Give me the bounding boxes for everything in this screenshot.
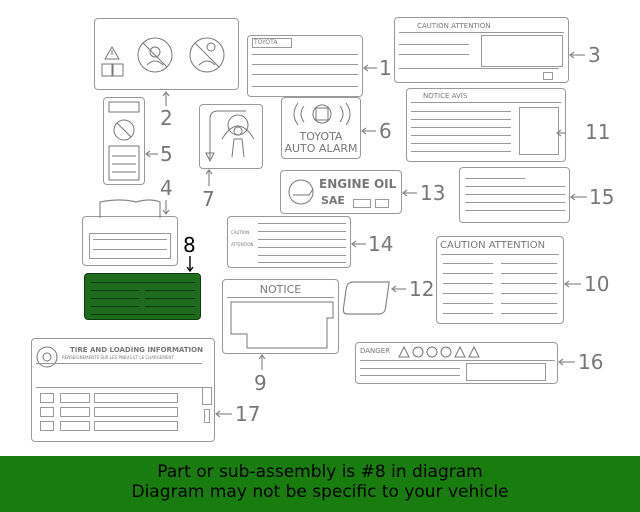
callout-9: 9 (254, 371, 267, 395)
label-3[interactable]: CAUTION ATTENTION (394, 17, 569, 83)
callout-14: 14 (368, 232, 394, 256)
label-2[interactable] (94, 18, 239, 90)
label-9-heading: NOTICE (259, 283, 302, 296)
callout-17: 17 (235, 402, 261, 426)
label-10[interactable]: CAUTION ATTENTION (436, 236, 564, 324)
callout-6: 6 (379, 119, 392, 143)
label-14[interactable]: CAUTION ATTENTION (227, 216, 351, 268)
label-6-alarm: AUTO ALARM (284, 142, 358, 155)
callout-7: 7 (202, 187, 215, 211)
label-10-heading: CAUTION ATTENTION (440, 240, 546, 251)
label-13-heading: ENGINE OIL (319, 177, 397, 191)
label-16-heading: DANGER (360, 347, 391, 355)
callout-13: 13 (420, 181, 446, 205)
label-12[interactable] (342, 276, 392, 318)
callout-15: 15 (589, 185, 615, 209)
label-17[interactable]: TIRE AND LOADING INFORMATION RENSEIGNEME… (31, 338, 215, 442)
label-9[interactable]: NOTICE (222, 279, 339, 354)
callout-12: 12 (409, 277, 435, 301)
label-13[interactable]: ENGINE OIL SAE (280, 170, 402, 214)
callout-11: 11 (585, 120, 611, 144)
tire-icon (36, 346, 58, 368)
label-3-heading: CAUTION ATTENTION (417, 22, 491, 30)
danger-symbols (398, 345, 480, 358)
callout-16: 16 (578, 350, 604, 374)
label-17-heading: TIRE AND LOADING INFORMATION (70, 346, 203, 354)
label-6[interactable]: TOYOTA AUTO ALARM (281, 97, 361, 159)
label-13-sae: SAE (321, 194, 345, 207)
label-1[interactable]: TOYOTA (247, 35, 363, 97)
alarm-icon (293, 102, 351, 126)
label-8-highlighted[interactable] (84, 273, 201, 320)
label-14-caution: CAUTION (231, 230, 250, 235)
callout-4: 4 (160, 176, 173, 200)
callout-5: 5 (160, 142, 173, 166)
label-4[interactable] (82, 216, 178, 266)
pictogram-icons (101, 37, 225, 77)
leader-lines (145, 51, 587, 418)
airbag-icon (205, 110, 255, 163)
callout-2: 2 (160, 106, 173, 130)
label-14-attention: ATTENTION (231, 242, 254, 247)
callout-10: 10 (584, 272, 610, 296)
callout-1: 1 (379, 56, 392, 80)
banner-line-1: Part or sub-assembly is #8 in diagram (157, 462, 483, 482)
label-5[interactable] (103, 97, 145, 185)
label-11[interactable]: NOTICE AVIS (406, 88, 566, 162)
parts-diagram: TOYOTA CAUTION ATTENTION (31, 17, 615, 442)
label-1-brand: TOYOTA (254, 39, 278, 46)
label-16[interactable]: DANGER (355, 342, 558, 384)
info-banner: Part or sub-assembly is #8 in diagram Di… (0, 456, 640, 512)
label-4-tab (99, 199, 161, 218)
label-11-heading: NOTICE AVIS (423, 92, 468, 100)
label-6-brand: TOYOTA (299, 130, 343, 143)
label-15[interactable] (459, 167, 570, 223)
oil-can-icon (288, 179, 314, 205)
label-17-subheading: RENSEIGNEMENTS SUR LES PNEUS ET LE CHARG… (62, 355, 174, 360)
banner-line-2: Diagram may not be specific to your vehi… (131, 482, 509, 502)
callout-3: 3 (588, 43, 601, 67)
label-7[interactable] (199, 104, 263, 169)
no-pet-icon (108, 101, 140, 181)
callout-8: 8 (183, 233, 196, 257)
